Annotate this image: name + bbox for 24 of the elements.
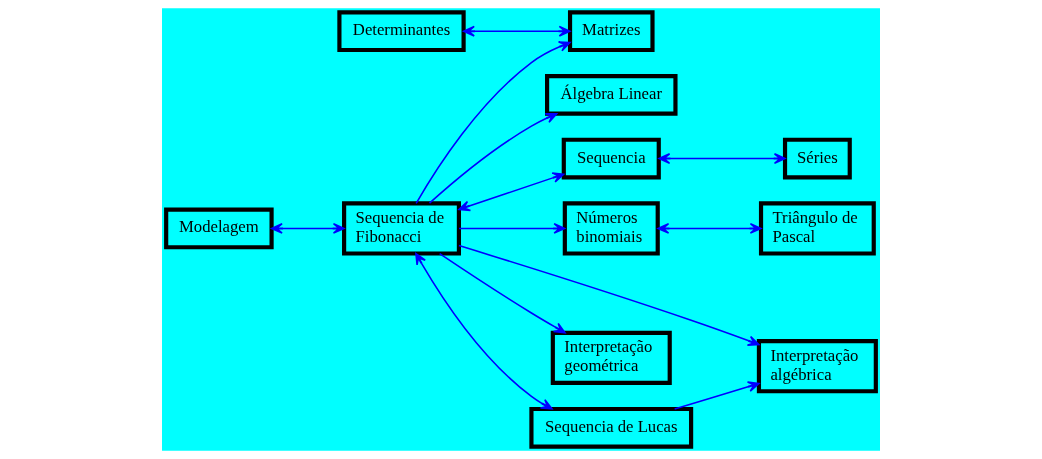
node-box: Sequencia de Lucas [529,406,694,449]
node-box: Séries [782,137,852,180]
node-box: Sequencia [561,137,661,180]
node-box: Álgebra Linear [545,74,678,116]
arrow [462,25,571,37]
arrow [458,172,565,212]
arrow [415,252,553,410]
node-box: Triângulo de Pascal [758,201,876,256]
arrow [458,222,566,234]
arrow [458,244,760,347]
node-box: Números binomiais [562,201,660,256]
node-box: Interpretação geométrica [550,330,672,385]
node-box: Interpretação algébrica [756,339,878,394]
arrow [658,153,786,164]
node-box: Matrizes [567,10,655,53]
arrow [657,222,762,234]
arrow [673,381,760,410]
arrow [438,252,566,334]
arrow [428,112,558,204]
arrow [415,41,571,205]
node-box: Determinantes [337,10,466,53]
node-box: Modelagem [164,207,274,250]
node-box: Sequencia de Fibonacci [342,201,461,256]
arrow [270,222,345,234]
